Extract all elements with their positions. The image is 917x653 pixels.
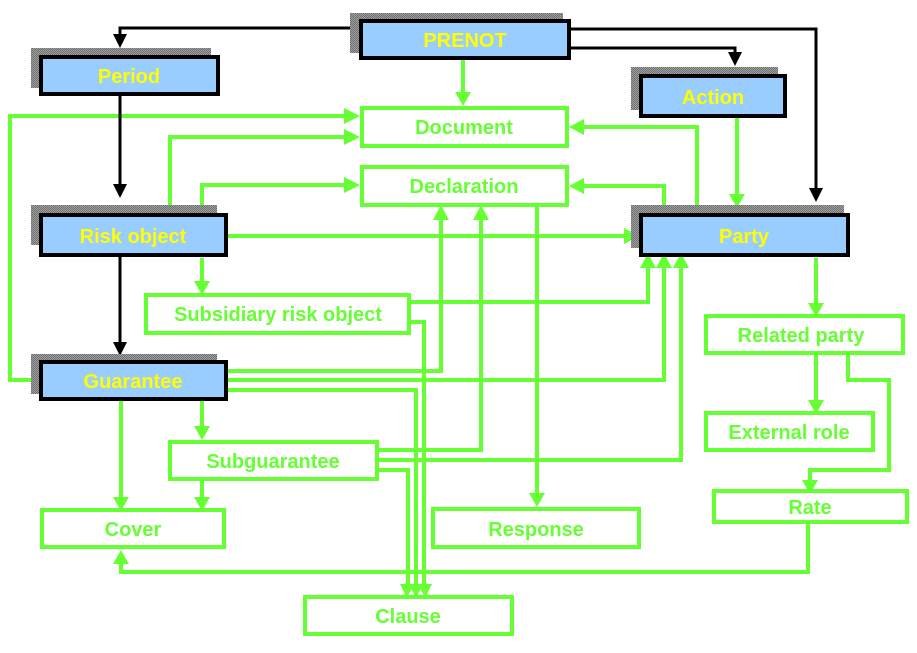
node-subguarantee[interactable] [168, 440, 379, 481]
edge-subsidiary-clause [410, 320, 426, 588]
node-subsidiary-risk-object[interactable] [144, 293, 411, 335]
arrowhead [344, 129, 360, 145]
edge-party-document [578, 125, 699, 208]
arrowhead [409, 584, 423, 598]
node-label: Action [682, 87, 744, 109]
edge-party-declaration [578, 184, 666, 208]
edge-rate-cover [119, 524, 810, 574]
arrowhead [194, 497, 210, 511]
arrowhead [673, 253, 689, 268]
arrowhead [455, 92, 471, 106]
node-rate[interactable] [712, 489, 909, 524]
edge-subguarantee-clause [378, 468, 410, 588]
arrowhead [418, 584, 432, 598]
node-label: Period [98, 66, 160, 88]
arrowhead [194, 281, 210, 295]
node-cover[interactable] [40, 508, 226, 549]
arrowhead [113, 497, 129, 511]
node-label: Party [719, 226, 770, 248]
arrowhead [569, 119, 584, 135]
node-label-subguarantee: Subguarantee [206, 451, 339, 473]
node-risk-object[interactable]: Risk object [31, 205, 228, 257]
arrowhead [729, 194, 745, 208]
node-label-external-role: External role [728, 422, 849, 444]
node-action[interactable]: Action [631, 67, 787, 118]
node-external-role[interactable] [704, 411, 875, 452]
edge-subguarantee-party [378, 262, 683, 462]
edge-subguarantee-declaration [378, 214, 483, 452]
edge-guarantee-declaration [227, 214, 443, 373]
arrowhead [113, 550, 129, 564]
arrowhead [113, 34, 127, 48]
edge-guarantee-clause [227, 388, 418, 588]
node-label: Risk object [80, 226, 187, 248]
node-party[interactable]: Party [631, 205, 850, 257]
arrowhead [656, 253, 672, 268]
edge-guarantee-party [227, 262, 666, 382]
arrowhead [400, 584, 414, 598]
arrowhead [113, 342, 127, 356]
node-label-declaration: Declaration [410, 176, 519, 198]
arrowhead [433, 205, 449, 220]
edge-riskobject-document [168, 135, 350, 206]
edge-prenot-action [568, 46, 737, 58]
node-guarantee[interactable]: Guarantee [31, 354, 228, 401]
node-prenot[interactable]: PRENOT [350, 13, 571, 60]
node-label-response: Response [488, 519, 584, 541]
node-related-party[interactable] [704, 314, 905, 355]
node-clause[interactable] [303, 595, 514, 636]
arrowhead [808, 400, 824, 414]
edge-riskobject-declaration [200, 183, 350, 206]
arrowhead [640, 253, 656, 268]
node-label-subsidiary-risk-object: Subsidiary risk object [174, 304, 382, 326]
edge-relatedparty-rate [808, 354, 891, 484]
edge-guarantee-document [8, 114, 350, 382]
arrowhead [473, 205, 489, 220]
edge-prenot-period [118, 26, 360, 40]
arrowhead [728, 52, 742, 66]
arrowhead [113, 184, 127, 198]
node-label-cover: Cover [105, 519, 162, 541]
node-label-clause: Clause [375, 606, 441, 628]
edge-subsidiary-party [410, 262, 650, 304]
arrowhead [529, 493, 545, 507]
arrowhead [344, 108, 360, 124]
arrowhead [809, 188, 823, 202]
edge-prenot-party [568, 27, 818, 190]
arrowhead [194, 426, 210, 440]
arrowhead [344, 177, 360, 193]
node-label-related-party: Related party [738, 325, 866, 347]
node-document[interactable] [360, 106, 569, 148]
node-label-rate: Rate [788, 497, 831, 519]
node-period[interactable]: Period [31, 48, 220, 96]
node-declaration[interactable] [360, 165, 569, 207]
arrowhead [569, 178, 584, 194]
node-label: PRENOT [423, 30, 506, 52]
node-response[interactable] [431, 507, 641, 549]
arrowhead [802, 480, 818, 494]
arrowhead [808, 303, 824, 317]
node-label: Guarantee [84, 371, 183, 393]
node-label-document: Document [415, 117, 513, 139]
